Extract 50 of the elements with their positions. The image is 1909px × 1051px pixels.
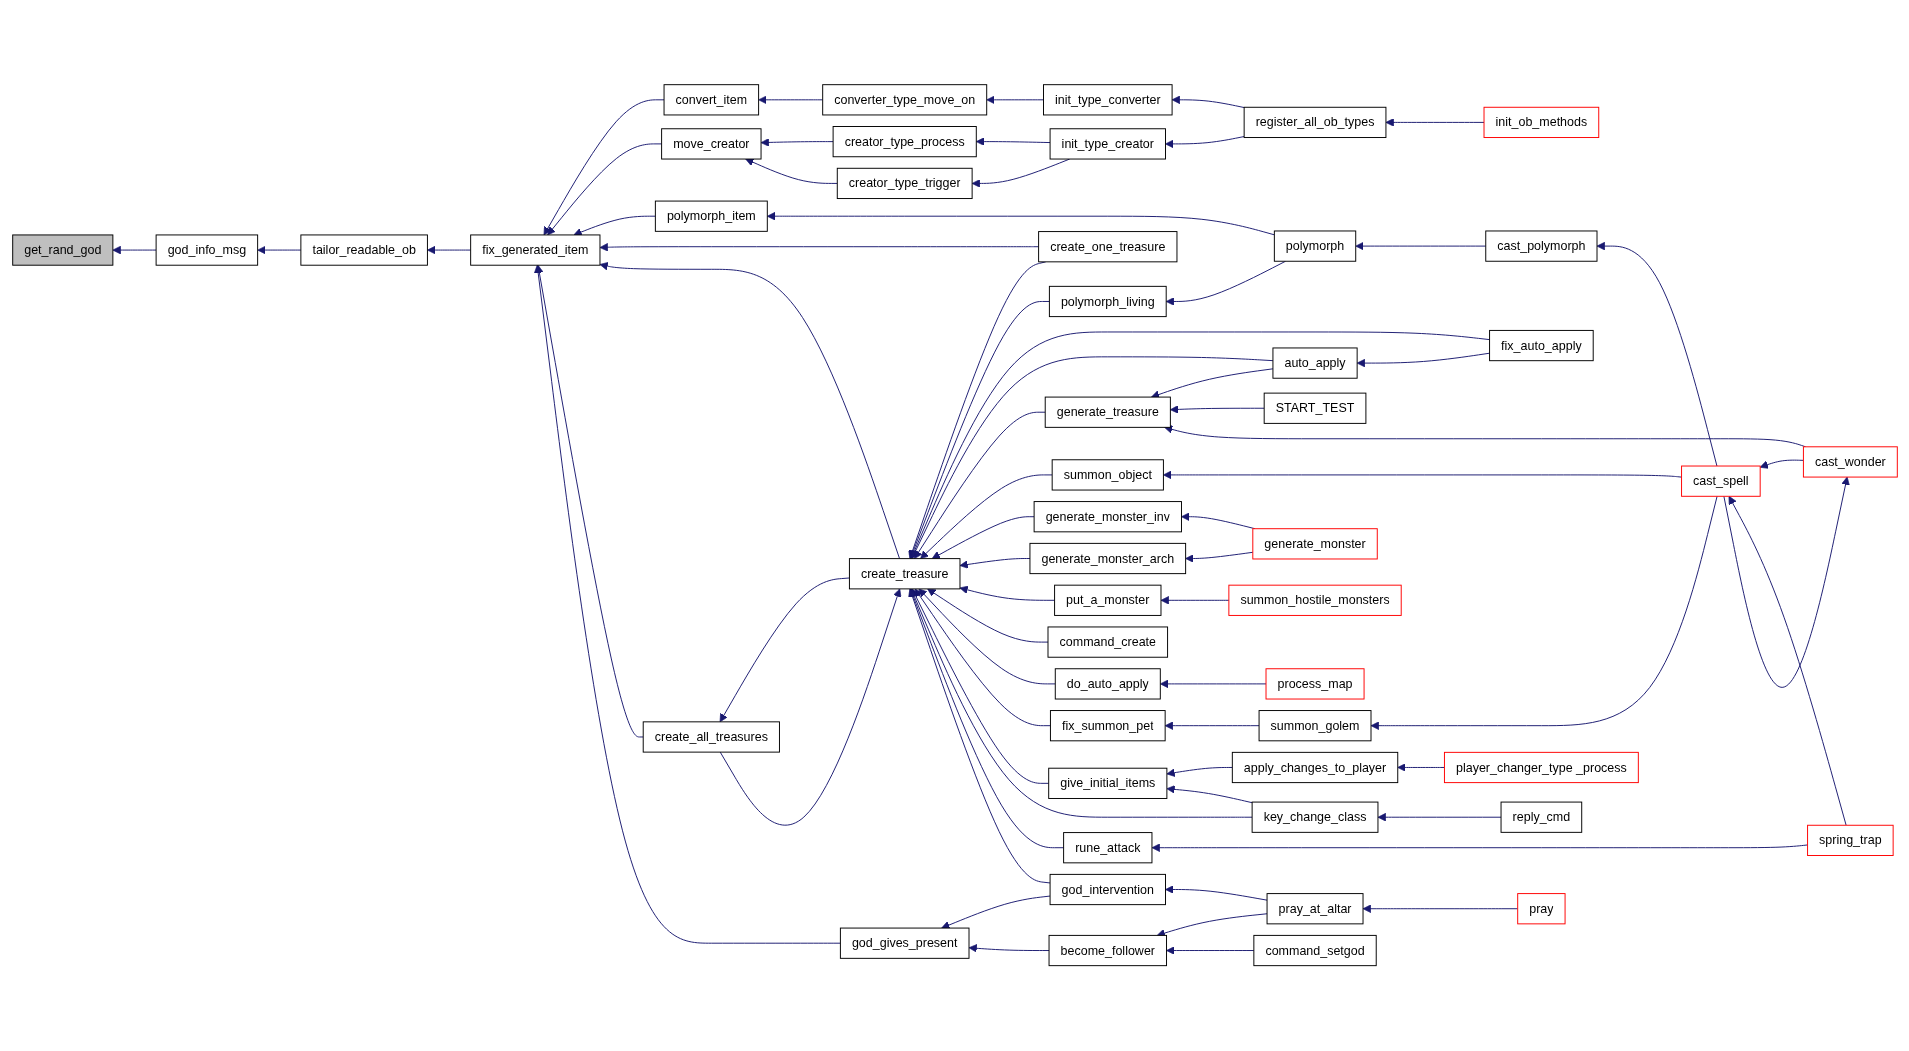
node-box: register_all_ob_types <box>1243 107 1386 139</box>
node-box: cast_spell <box>1680 465 1761 498</box>
node-box: summon_hostile_monsters <box>1227 585 1402 617</box>
node-box: fix_generated_item <box>469 234 600 266</box>
node-box: pray <box>1516 893 1566 925</box>
node-box: convert_item <box>663 84 759 116</box>
node-box: START_TEST <box>1263 392 1366 425</box>
node-box: init_type_converter <box>1042 84 1173 116</box>
node-box: rune_attack <box>1062 832 1152 864</box>
node-box: key_change_class <box>1251 801 1378 834</box>
node-box: pray_at_altar <box>1266 893 1363 925</box>
node-box: polymorph <box>1273 230 1356 263</box>
node-box: god_info_msg <box>155 234 258 266</box>
node-box: create_treasure <box>848 558 960 590</box>
node-box: command_setgod <box>1252 935 1377 967</box>
node-box: tailor_readable_ob <box>299 234 428 266</box>
node-box: generate_monster_inv <box>1033 501 1182 533</box>
node-box: get_rand_god <box>11 234 113 266</box>
node-box: creator_type_process <box>832 126 977 158</box>
node-box: cast_wonder <box>1802 446 1898 478</box>
node-box: cast_polymorph <box>1484 230 1597 263</box>
node-box: create_one_treasure <box>1037 231 1177 263</box>
node-box: spring_trap <box>1806 825 1894 857</box>
node-box: creator_type_trigger <box>836 168 973 200</box>
node-box: fix_summon_pet <box>1049 710 1166 742</box>
node-box: converter_type_move_on <box>821 84 987 116</box>
node-box: generate_monster <box>1251 528 1378 560</box>
node-box: apply_changes_to_player <box>1231 752 1398 784</box>
node-box: reply_cmd <box>1500 801 1582 834</box>
node-box: fix_auto_apply <box>1488 330 1594 362</box>
node-box: summon_object <box>1051 459 1164 491</box>
node-box: init_ob_methods <box>1483 107 1599 139</box>
node-box: give_initial_items <box>1047 768 1167 800</box>
node-box: god_intervention <box>1049 874 1166 906</box>
node-box: player_changer_type _process <box>1443 752 1639 784</box>
node-box: init_type_creator <box>1049 128 1166 160</box>
node-box: create_all_treasures <box>642 721 780 753</box>
node-box: god_gives_present <box>839 927 969 960</box>
node-box: summon_golem <box>1258 710 1371 742</box>
node-box: put_a_monster <box>1053 585 1161 617</box>
node-box: generate_treasure <box>1044 396 1171 429</box>
node-box: auto_apply <box>1271 347 1358 380</box>
node-box: polymorph_living <box>1048 286 1167 318</box>
node-box: command_create <box>1047 626 1168 659</box>
node-box: move_creator <box>660 128 762 160</box>
node-box: polymorph_item <box>654 200 768 233</box>
node-box: become_follower <box>1048 935 1167 967</box>
node-box: do_auto_apply <box>1054 668 1161 700</box>
node-box: generate_monster_arch <box>1028 543 1186 575</box>
node-box: process_map <box>1265 668 1365 700</box>
